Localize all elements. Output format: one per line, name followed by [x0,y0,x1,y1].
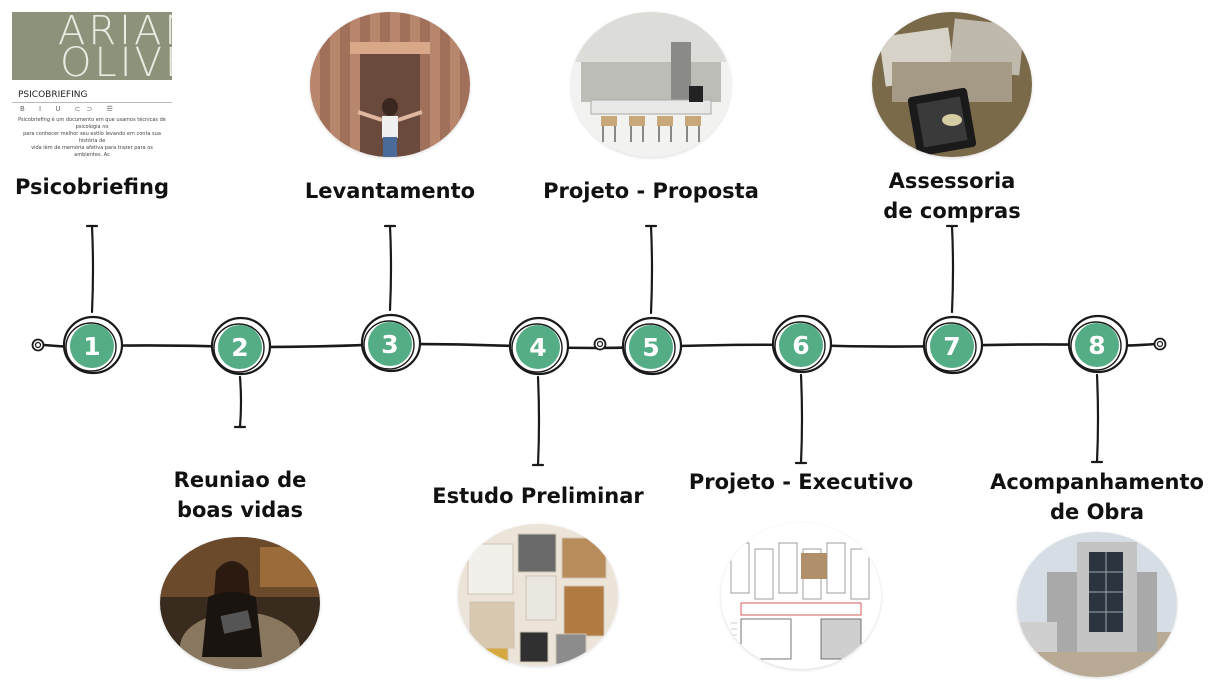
connector-4 [531,375,545,467]
step-label-4: Estudo Preliminar [432,484,644,508]
connector-7 [945,224,959,314]
connector-6 [794,373,808,465]
doc-text-line: Psicobriefing é um documento em que usam… [18,117,166,130]
step-number-8: 8 [1088,331,1105,360]
connector-1 [85,224,99,314]
step-label-8: Acompanhamento de Obra [990,470,1204,524]
connector-2 [233,375,247,429]
step-node-3: 3 [360,313,422,373]
step-label-6: Projeto - Executivo [688,470,914,494]
doc-header: ARIANOLIVEIR [12,12,172,80]
step-photo-6 [721,523,881,669]
step-node-5: 5 [621,316,683,376]
step-node-4: 4 [508,316,570,376]
step-number-7: 7 [943,332,960,361]
step-number-4: 4 [529,333,546,362]
step-photo-2 [160,537,320,669]
connector-3 [383,224,397,312]
step-label-2: Reuniao de boas vidas [173,468,307,522]
step-node-2: 2 [210,316,272,376]
step-label-7: Assessoria de compras [883,169,1021,223]
psicobriefing-document-preview: ARIANOLIVEIR PSICOBRIEFING B I U ⊂⊃ ☰ Psico… [12,12,172,157]
step-photo-7 [872,12,1032,157]
timeline-nodes: 1 2 3 4 5 6 7 8 [62,313,1129,376]
step-photo-8 [1017,532,1177,677]
midpoint-marker-icon [593,337,607,351]
step-photo-5 [571,12,731,157]
connector-5 [644,224,658,315]
step-number-2: 2 [231,333,248,362]
step-number-3: 3 [381,330,398,359]
doc-brand-line-1: ARIAN [58,12,172,54]
step-node-6: 6 [771,314,833,374]
doc-text-line: vida lém de memória afetiva para trazer … [31,145,153,157]
doc-text-line: para conhecer melhor seu estilo levando … [23,131,161,144]
step-node-7: 7 [922,315,984,375]
step-node-8: 8 [1067,314,1129,374]
step-photo-3 [310,12,470,157]
connector-8 [1090,373,1104,464]
step-number-5: 5 [642,333,659,362]
step-node-1: 1 [62,315,124,375]
step-label-3: Levantamento [304,179,476,203]
step-number-6: 6 [792,331,809,360]
doc-toolbar: B I U ⊂⊃ ☰ [20,105,119,113]
step-photo-4 [458,524,618,666]
timeline-main-line [42,342,1157,350]
step-label-1: Psicobriefing [15,175,169,199]
doc-text: Psicobriefing é um documento em que usam… [12,115,172,157]
doc-title: PSICOBRIEFING [12,84,172,103]
step-label-5: Projeto - Proposta [543,179,759,203]
timeline-lines [31,224,1167,467]
doc-brand-line-2: OLIVEIR [60,40,172,80]
endpoint-marker-icon [1153,337,1167,351]
step-number-1: 1 [83,332,100,361]
endpoint-marker-icon [31,338,45,352]
